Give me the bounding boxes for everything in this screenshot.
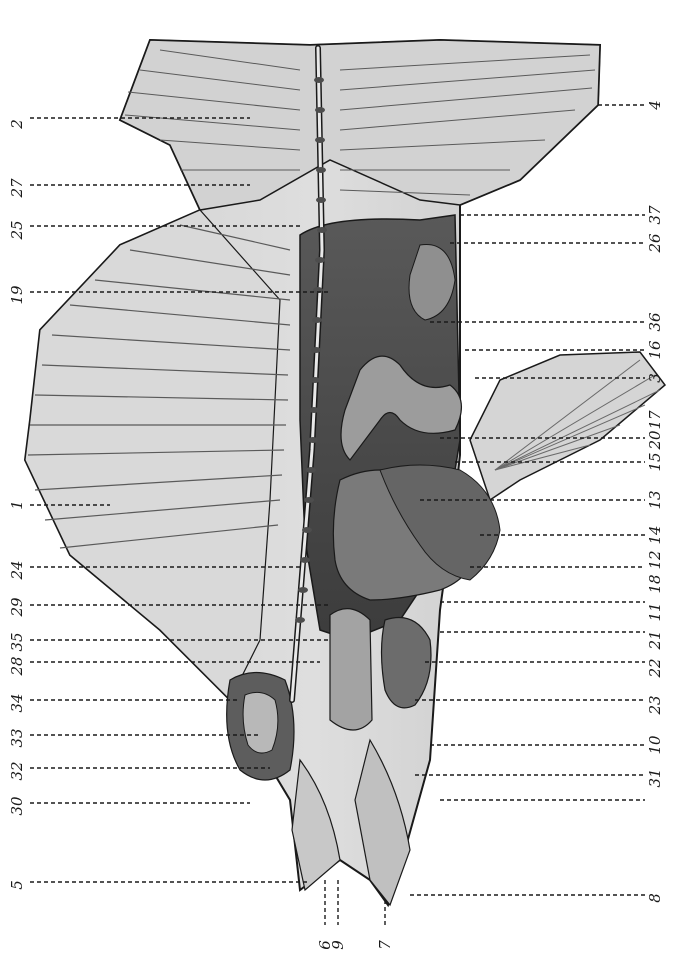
label-1: 1 bbox=[8, 500, 26, 510]
label-12: 12 bbox=[646, 550, 664, 569]
label-2: 2 bbox=[8, 119, 26, 130]
dorsal-fin bbox=[25, 210, 280, 700]
label-26: 26 bbox=[646, 233, 664, 254]
label-35: 35 bbox=[8, 632, 26, 651]
label-37: 37 bbox=[646, 205, 664, 225]
label-3: 3 bbox=[646, 373, 664, 383]
label-30: 30 bbox=[8, 796, 26, 816]
label-25: 25 bbox=[8, 220, 26, 240]
label-4: 4 bbox=[646, 100, 664, 111]
labels-right: 4 37 26 36 16 3 17 20 15 13 14 12 18 11 … bbox=[646, 100, 664, 903]
label-27: 27 bbox=[8, 178, 26, 199]
label-36: 36 bbox=[646, 312, 664, 332]
label-32: 32 bbox=[8, 761, 26, 780]
label-5: 5 bbox=[8, 880, 26, 890]
label-11: 11 bbox=[646, 602, 664, 621]
label-18: 18 bbox=[646, 574, 664, 593]
label-9: 9 bbox=[329, 940, 347, 950]
gill-arches bbox=[330, 609, 372, 730]
label-14: 14 bbox=[646, 525, 664, 544]
label-10: 10 bbox=[646, 735, 664, 755]
labels-bottom: 6 9 7 bbox=[316, 940, 394, 950]
label-28: 28 bbox=[8, 656, 26, 676]
label-13: 13 bbox=[646, 490, 664, 509]
label-29: 29 bbox=[8, 597, 26, 618]
label-16: 16 bbox=[646, 340, 664, 360]
label-22: 22 bbox=[646, 658, 664, 678]
label-23: 23 bbox=[646, 695, 664, 715]
label-15: 15 bbox=[646, 452, 664, 471]
brain bbox=[243, 692, 278, 753]
label-33: 33 bbox=[8, 728, 26, 747]
label-19: 19 bbox=[8, 285, 26, 305]
label-7: 7 bbox=[376, 940, 394, 950]
label-20: 20 bbox=[646, 430, 664, 451]
labels-left: 2 27 25 19 1 24 29 35 28 34 33 32 30 5 bbox=[8, 119, 26, 890]
label-8: 8 bbox=[646, 893, 664, 903]
label-24: 24 bbox=[8, 560, 26, 580]
label-21: 21 bbox=[646, 630, 664, 650]
label-34: 34 bbox=[8, 693, 26, 712]
label-17: 17 bbox=[646, 410, 664, 430]
label-31: 31 bbox=[646, 768, 664, 787]
pectoral-fin bbox=[470, 352, 665, 500]
